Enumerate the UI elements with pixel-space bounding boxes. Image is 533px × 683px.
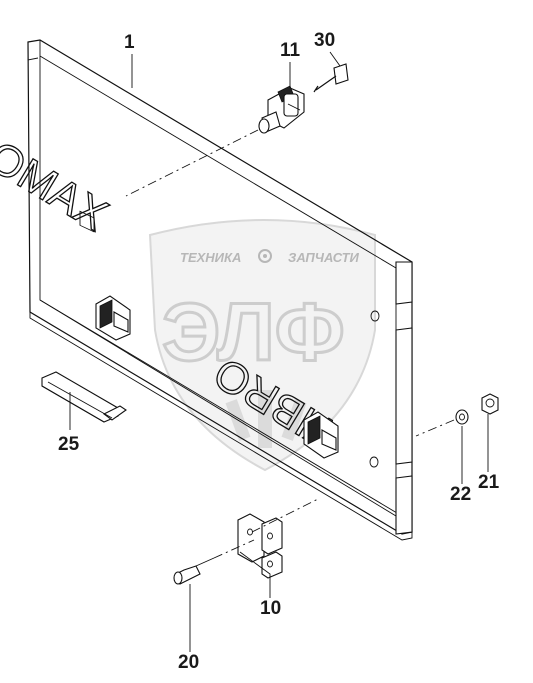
callout-21: 21 [478,472,500,493]
key-icon [313,63,349,93]
bolt-part [173,557,215,585]
seal-strip [41,371,127,423]
nut-part [481,393,499,415]
callout-25: 25 [58,434,80,455]
callout-22: 22 [450,484,471,505]
watermark-text-right: ЗАПЧАСТИ [288,250,360,265]
panel-lettering-khamor: ХАМОР [0,117,116,241]
watermark-logo-text: ЭЛФ [162,287,345,378]
panel-hinge-right [303,411,339,459]
washer-part [455,409,469,425]
watermark-text-left: ТЕХНИКА [180,250,241,265]
assembly-lines [125,129,455,559]
callout-11: 11 [280,40,301,61]
callout-1: 1 [124,32,135,53]
hinge-part [237,513,283,579]
callout-10: 10 [260,598,281,619]
gear-icon [258,249,272,263]
callout-30: 30 [314,30,335,51]
panel-hinge-left [95,295,131,341]
leader-lines [69,51,489,652]
lock-assembly [258,85,305,134]
callout-20: 20 [178,652,199,673]
